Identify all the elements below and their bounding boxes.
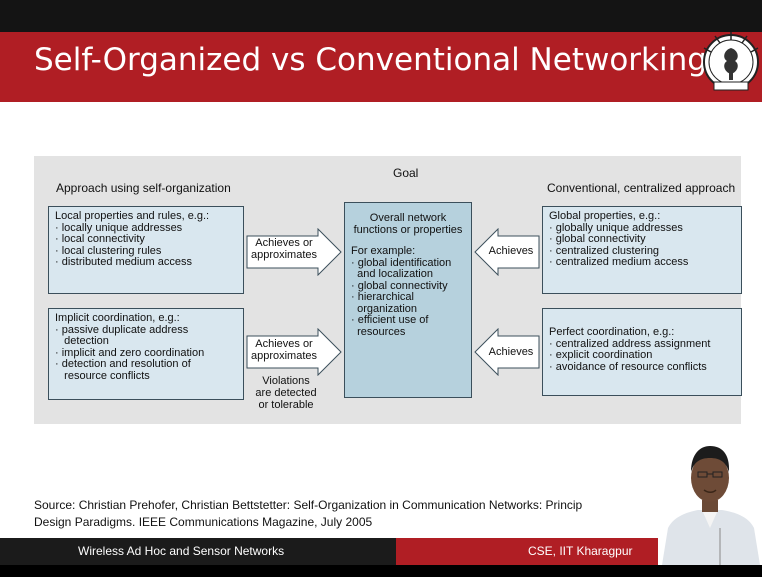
slide-title: Self-Organized vs Conventional Networkin… [34, 42, 707, 78]
left-heading: Approach using self-organization [56, 181, 231, 195]
box-title: Local properties and rules, e.g.: [55, 210, 210, 222]
violations-note: Violations are detected or tolerable [254, 375, 318, 411]
right-bottom-arrow-label: Achieves [488, 346, 534, 358]
list-item: · hierarchical [351, 291, 414, 303]
note-line: are detected [255, 387, 317, 399]
arrow-label-line: approximates [250, 249, 318, 261]
list-item: · efficient use of [351, 314, 429, 326]
list-item: · centralized clustering [549, 244, 660, 257]
list-item: resource conflicts [55, 369, 150, 382]
right-top-box: Global properties, e.g.: · globally uniq… [542, 206, 742, 294]
box-title: Implicit coordination, e.g.: [55, 312, 180, 324]
left-bottom-arrow-icon [246, 328, 342, 376]
list-item: · passive duplicate address [55, 323, 189, 336]
left-bottom-box: Implicit coordination, e.g.: · passive d… [48, 308, 244, 400]
title-bar [0, 32, 762, 102]
left-bottom-arrow-label: Achieves or approximates [248, 338, 320, 362]
left-top-box: Local properties and rules, e.g.: · loca… [48, 206, 244, 294]
list-item: · explicit coordination [549, 349, 653, 361]
course-name: Wireless Ad Hoc and Sensor Networks [78, 544, 285, 558]
list-item: · implicit and zero coordination [55, 346, 205, 359]
list-item: organization [351, 302, 418, 315]
list-item: · global connectivity [351, 279, 448, 292]
right-top-arrow-label: Achieves [488, 245, 534, 257]
box-title: Perfect coordination, e.g.: [549, 326, 675, 338]
note-line: or tolerable [258, 399, 314, 411]
right-bottom-arrow-icon [474, 328, 540, 376]
list-item: · global connectivity [549, 233, 646, 245]
institution-name: CSE, IIT Kharagpur [528, 544, 633, 558]
goal-title-line: functions or properties [353, 223, 463, 236]
left-top-arrow-icon [246, 228, 342, 276]
list-item: · local connectivity [55, 233, 145, 245]
list-item: resources [351, 325, 406, 338]
source-line: Source: Christian Prehofer, Christian Be… [34, 498, 583, 512]
source-citation: Source: Christian Prehofer, Christian Be… [34, 497, 582, 531]
list-item: · globally unique addresses [549, 221, 683, 234]
source-line: Design Paradigms. IEEE Communications Ma… [34, 515, 373, 529]
note-line: Violations [262, 375, 310, 387]
arrow-label-line: Achieves or [255, 338, 313, 350]
bottom-black-bar [0, 565, 762, 577]
box-title: Global properties, e.g.: [549, 210, 661, 222]
presenter-video-icon [658, 432, 762, 565]
goal-title-line: Overall network [369, 212, 447, 224]
list-item: · centralized address assignment [549, 337, 711, 350]
arrow-label-line: Achieves or [255, 237, 313, 249]
example-label: For example: [351, 245, 416, 257]
top-black-bar [0, 0, 762, 32]
list-item: · avoidance of resource conflicts [549, 360, 707, 373]
list-item: · global identification [351, 256, 452, 269]
left-top-arrow-label: Achieves or approximates [248, 237, 320, 261]
list-item: detection [55, 335, 109, 347]
right-heading: Conventional, centralized approach [547, 181, 736, 195]
iit-kharagpur-emblem-icon [703, 32, 759, 91]
goal-label: Goal [393, 166, 419, 180]
goal-box: Overall network functions or properties … [344, 202, 472, 398]
footer-bar: Wireless Ad Hoc and Sensor Networks CSE,… [0, 538, 762, 565]
list-item: · local clustering rules [55, 244, 162, 257]
list-item: · centralized medium access [549, 256, 689, 268]
list-item: · distributed medium access [55, 256, 192, 268]
list-item: and localization [351, 268, 433, 280]
list-item: · locally unique addresses [55, 221, 183, 234]
footer-left: Wireless Ad Hoc and Sensor Networks [0, 538, 396, 565]
right-bottom-box: Perfect coordination, e.g.: · centralize… [542, 308, 742, 396]
diagram-panel: Goal Approach using self-organization Co… [34, 156, 742, 424]
right-top-arrow-icon [474, 228, 540, 276]
list-item: · detection and resolution of [55, 358, 191, 370]
arrow-label-line: approximates [250, 350, 318, 362]
